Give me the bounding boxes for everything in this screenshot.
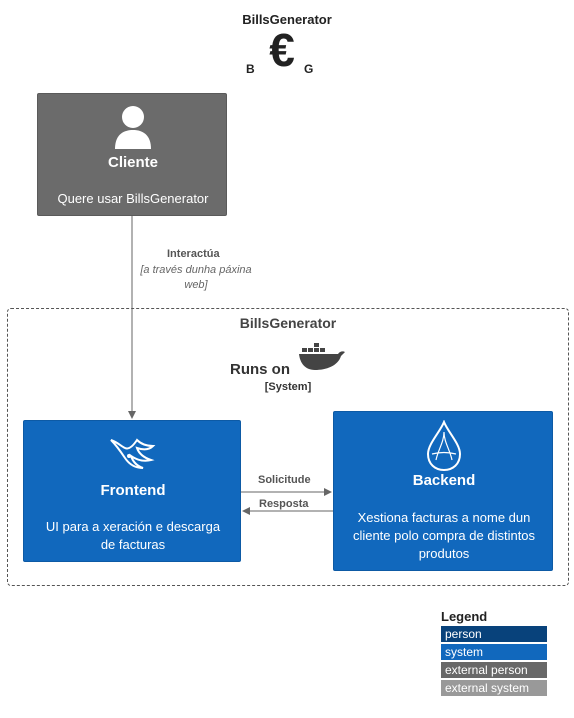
boundary-type: [System] <box>264 381 312 393</box>
request-label: Solicitude <box>258 474 311 486</box>
phoenix-icon <box>110 438 156 469</box>
interaction-tech-line2: web] <box>184 279 208 291</box>
boundary-title: BillsGenerator <box>239 315 337 331</box>
legend-item-external-person: external person <box>441 662 547 678</box>
backend-name: Backend <box>412 472 476 489</box>
interaction-tech-line1: [a través dunha páxina <box>140 264 252 276</box>
legend-item-person: person <box>441 626 547 642</box>
legend-title: Legend <box>441 609 488 624</box>
legend-item-external-system: external system <box>441 680 547 696</box>
system-boundary <box>7 308 569 586</box>
interaction-label: Interactúa <box>167 248 220 260</box>
cliente-name: Cliente <box>107 154 158 171</box>
legend: Legend person system external person ext… <box>441 609 547 698</box>
docker-whale-icon <box>299 343 345 370</box>
logo-letter-b: B <box>246 62 255 76</box>
legend-item-system: system <box>441 644 547 660</box>
cliente-person-box: Cliente Quere usar BillsGenerator <box>37 93 227 216</box>
frontend-desc-line1: UI para a xeración e descarga <box>45 519 221 534</box>
cliente-description: Quere usar BillsGenerator <box>57 191 209 206</box>
logo-letter-g: G <box>304 62 314 76</box>
backend-desc-line1: Xestiona facturas a nome dun <box>357 510 531 525</box>
backend-desc-line3: produtos <box>418 546 470 561</box>
diagram-title: BillsGenerator <box>242 12 332 27</box>
drop-icon <box>426 420 462 472</box>
runs-on-label: Runs on <box>230 361 290 378</box>
frontend-desc-line2: de facturas <box>100 537 166 552</box>
euro-logo-icon: € <box>269 24 295 76</box>
frontend-container: Frontend UI para a xeración e descarga d… <box>23 420 241 562</box>
response-label: Resposta <box>259 498 309 510</box>
person-icon <box>115 106 151 149</box>
frontend-name: Frontend <box>100 482 166 499</box>
backend-container: Backend Xestiona facturas a nome dun cli… <box>333 411 553 571</box>
backend-desc-line2: cliente polo compra de distintos <box>352 528 536 543</box>
